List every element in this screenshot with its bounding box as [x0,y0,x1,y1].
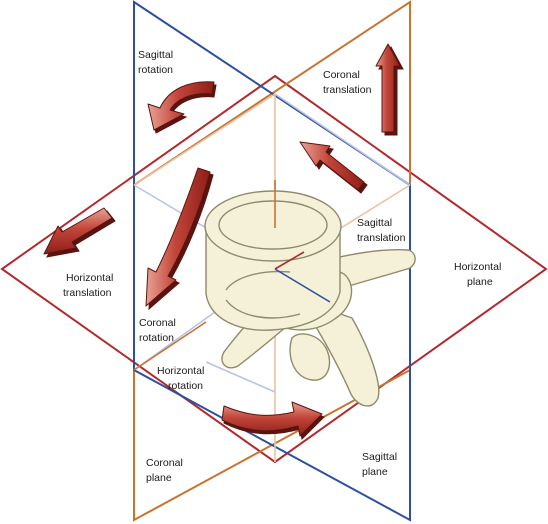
label-coronal-rotation-line2: rotation [139,332,174,344]
label-horizontal-translation: Horizontal translation [63,272,116,299]
coronal-rotation-arrow-icon [145,167,214,311]
label-coronal-plane-line1: Coronal [146,457,183,469]
label-horizontal-plane-line1: Horizontal [454,261,501,273]
horizontal-translation-arrow-icon [43,207,116,258]
sagittal-plane-outline [133,0,411,522]
label-sagittal-plane-line2: plane [362,466,388,478]
label-sagittal-translation: Sagittal translation [357,217,406,244]
label-sagittal-rotation: Sagittal rotation [138,49,176,76]
label-horizontal-plane-line2: plane [467,276,493,288]
label-coronal-plane-line2: plane [146,472,172,484]
label-coronal-translation-line1: Coronal [323,69,360,81]
label-coronal-translation: Coronal translation [323,69,372,96]
label-horizontal-plane: Horizontal plane [454,261,504,288]
axis-lines [133,180,331,393]
label-horizontal-rotation: Horizontal rotation [157,365,207,392]
label-horizontal-rotation-line2: rotation [168,380,203,392]
label-coronal-translation-line2: translation [323,84,372,96]
label-sagittal-translation-line2: translation [357,232,406,244]
label-horizontal-translation-line1: Horizontal [66,272,113,284]
label-sagittal-rotation-line2: rotation [138,64,173,76]
coronal-translation-arrow-icon [375,43,404,136]
label-coronal-rotation: Coronal rotation [139,317,179,344]
label-coronal-plane: Coronal plane [146,457,186,484]
label-horizontal-translation-line2: translation [63,287,112,299]
label-coronal-rotation-line1: Coronal [139,317,176,329]
label-horizontal-rotation-line1: Horizontal [157,365,204,377]
sagittal-rotation-arrow-icon [147,81,217,134]
horizontal-rotation-arrow-icon [221,401,325,441]
label-sagittal-rotation-line1: Sagittal [138,49,173,61]
sagittal-translation-arrow-icon [299,141,368,194]
vertebra-icon [204,190,416,407]
label-sagittal-translation-line1: Sagittal [357,217,392,229]
label-sagittal-plane: Sagittal plane [362,451,400,478]
label-sagittal-plane-line1: Sagittal [362,451,397,463]
